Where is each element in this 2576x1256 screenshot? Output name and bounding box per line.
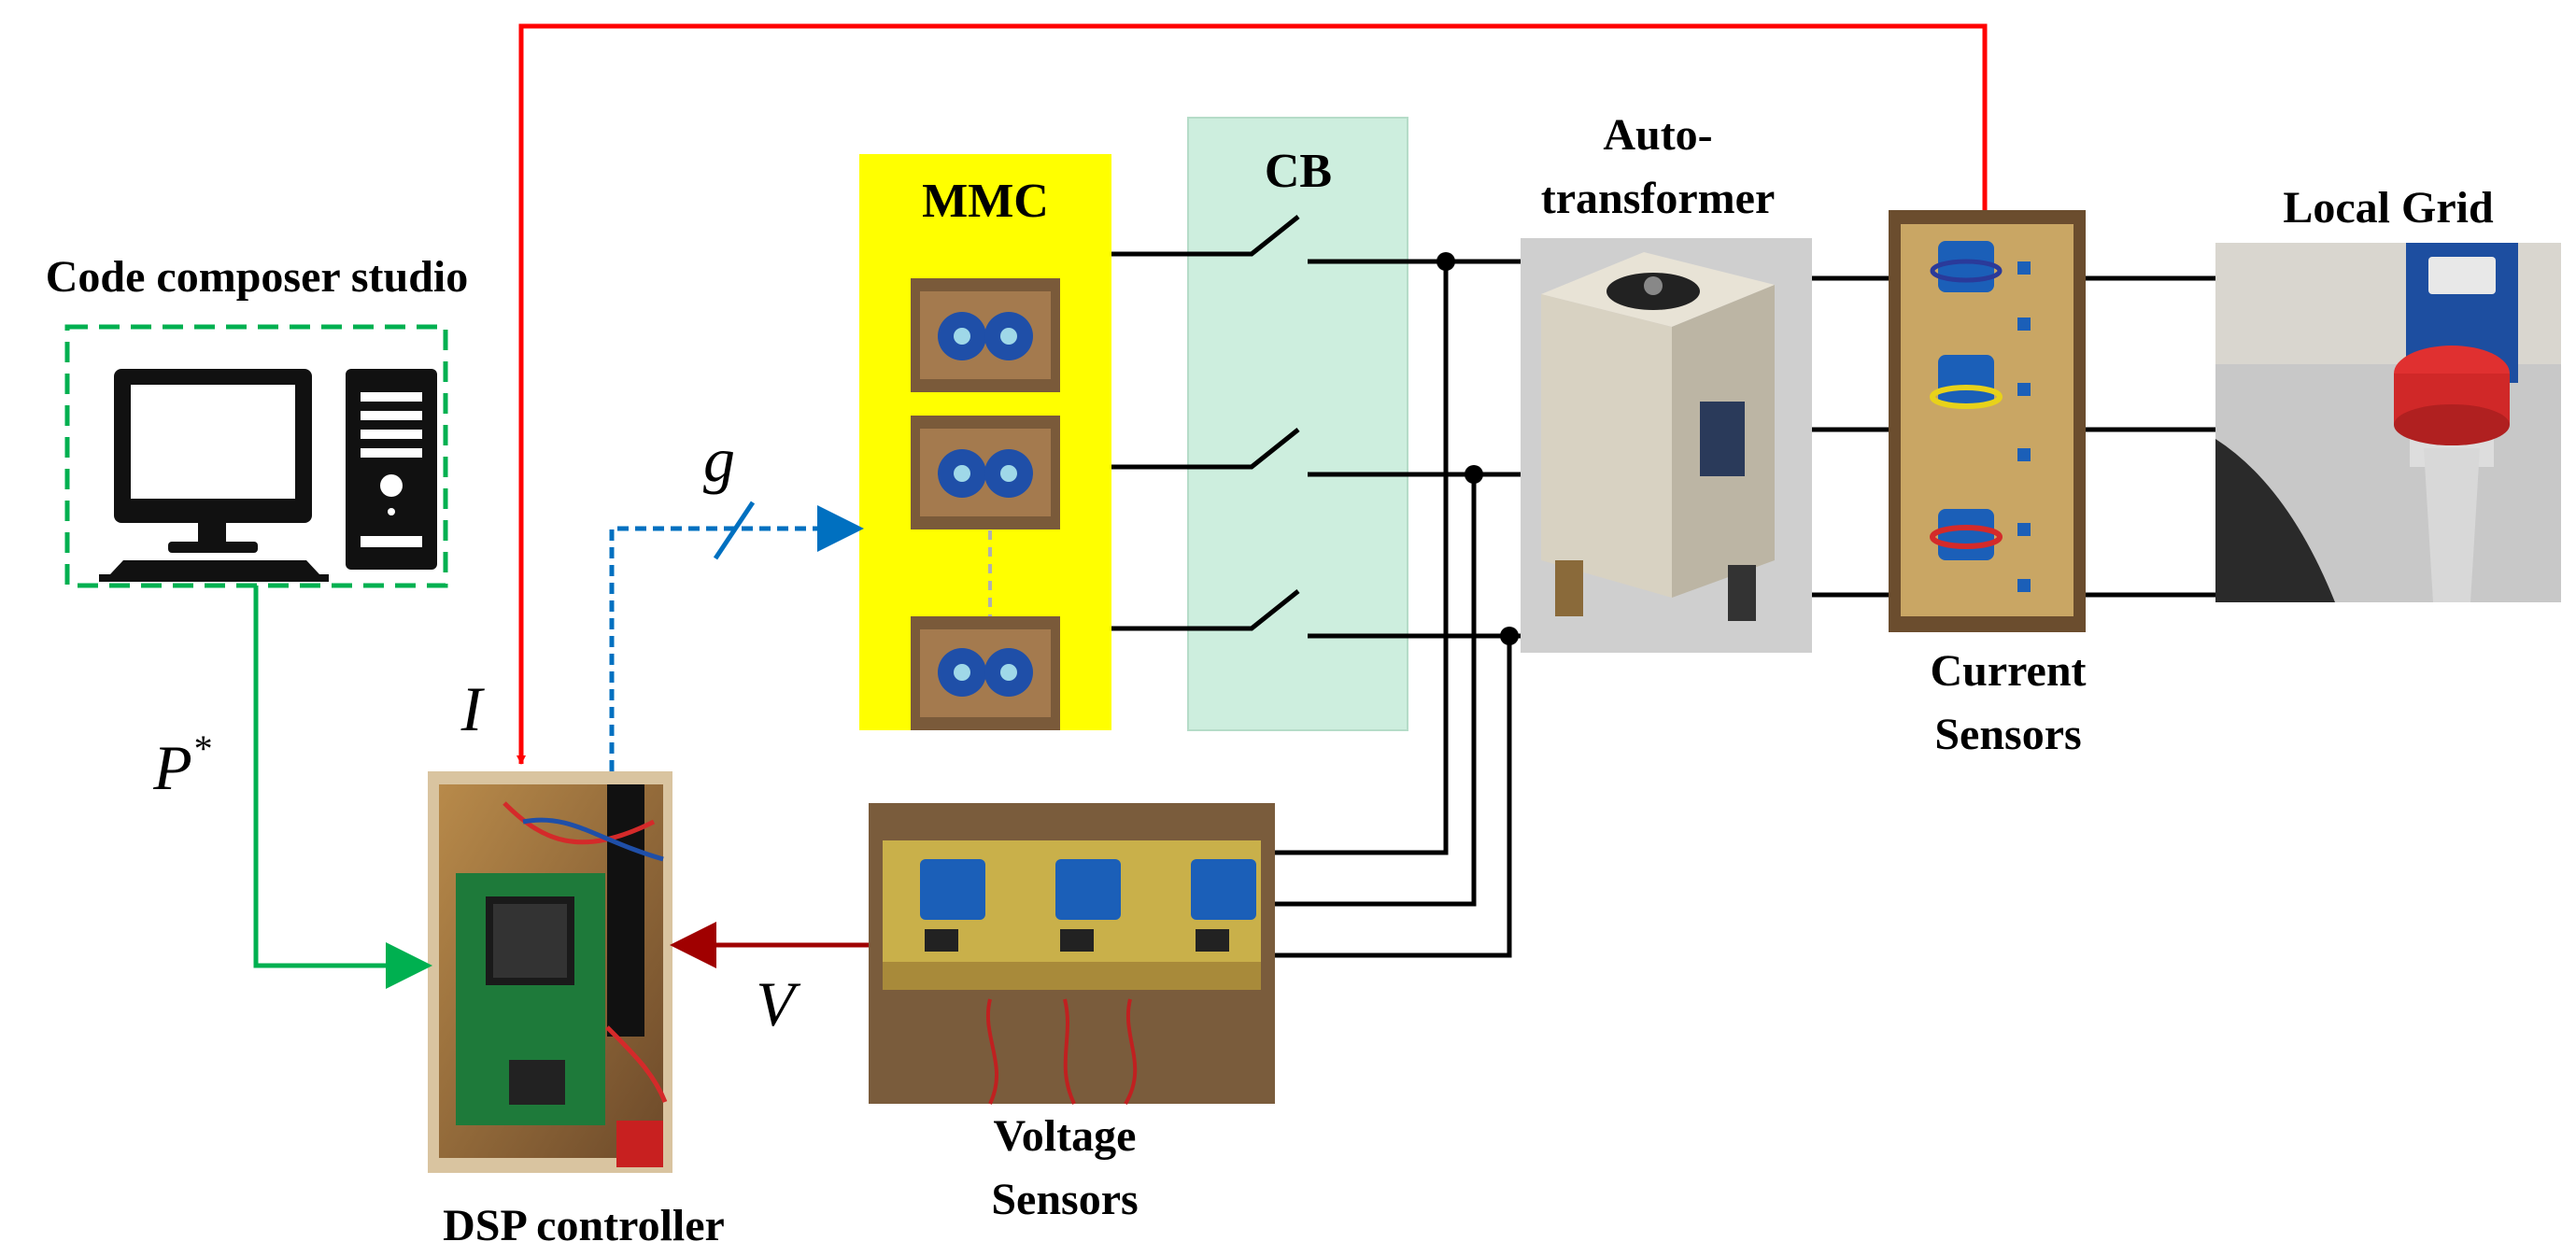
tap-line-a [1275,261,1449,855]
cb-block [1187,117,1408,731]
local-grid-photo [2215,243,2561,602]
phase-b-line [1111,428,1521,477]
current-feedback-line [517,23,1988,765]
tap-line-c [1275,636,1512,958]
local-grid-label: Local Grid [2283,183,2494,233]
gate-signal-label: g [703,424,735,495]
phase-a-line [1111,215,1521,264]
autotransformer-photo [1521,238,1812,653]
voltage-signal-label: V [756,968,801,1039]
power-reference-superscript: * [192,727,211,769]
current-sensors-photo [1889,210,2086,632]
gate-bus-slash [713,501,756,560]
mmc-submodule-n [911,616,1060,730]
computer-icon [99,369,437,582]
voltage-sensors-label-line1: Voltage [994,1111,1137,1161]
phase-c-line [1111,589,1521,639]
current-sensors-label-line1: Current [1930,646,2086,696]
power-reference-label: P* [152,727,211,803]
mmc-submodule-1 [911,278,1060,392]
dsp-controller-photo [428,771,672,1173]
code-composer-label: Code composer studio [46,252,468,302]
current-signal-label: I [460,673,486,744]
mmc-submodule-2 [911,416,1060,529]
cb-label: CB [1265,145,1332,198]
autotransformer-label-line1: Auto- [1603,110,1712,160]
dsp-controller-label: DSP controller [443,1201,725,1250]
mmc-label: MMC [922,175,1049,228]
autotransformer-label-line2: transformer [1541,174,1776,223]
voltage-sensors-label-line2: Sensors [991,1175,1138,1224]
power-reference-line [253,586,432,989]
voltage-sensors-photo [869,803,1275,1106]
current-sensors-label-line2: Sensors [1934,710,2081,759]
tap-line-b [1275,474,1477,907]
power-reference-symbol: P [152,732,192,803]
gate-signal-line [609,505,864,771]
